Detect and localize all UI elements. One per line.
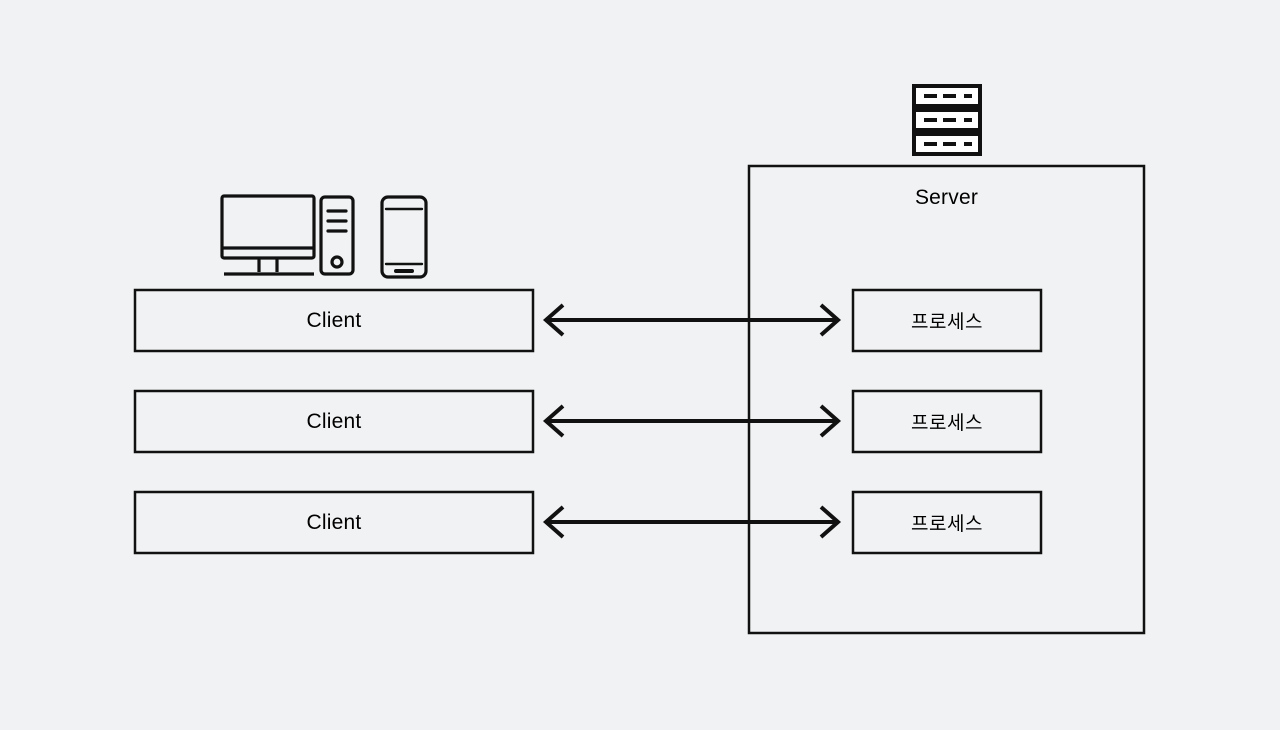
client-box-2[interactable] [133, 389, 535, 454]
process-box-3[interactable] [851, 490, 1043, 555]
process-box-1[interactable] [851, 288, 1043, 353]
client-box-1[interactable] [133, 288, 535, 353]
connection-arrow-1 [542, 303, 842, 337]
connection-arrow-3 [542, 505, 842, 539]
client-box-3[interactable] [133, 490, 535, 555]
connection-arrow-2 [542, 404, 842, 438]
smartphone-icon [380, 195, 428, 279]
monitor-icon [220, 194, 316, 276]
process-box-2[interactable] [851, 389, 1043, 454]
desktop-tower-icon [319, 195, 355, 276]
server-rack-icon [912, 84, 982, 156]
